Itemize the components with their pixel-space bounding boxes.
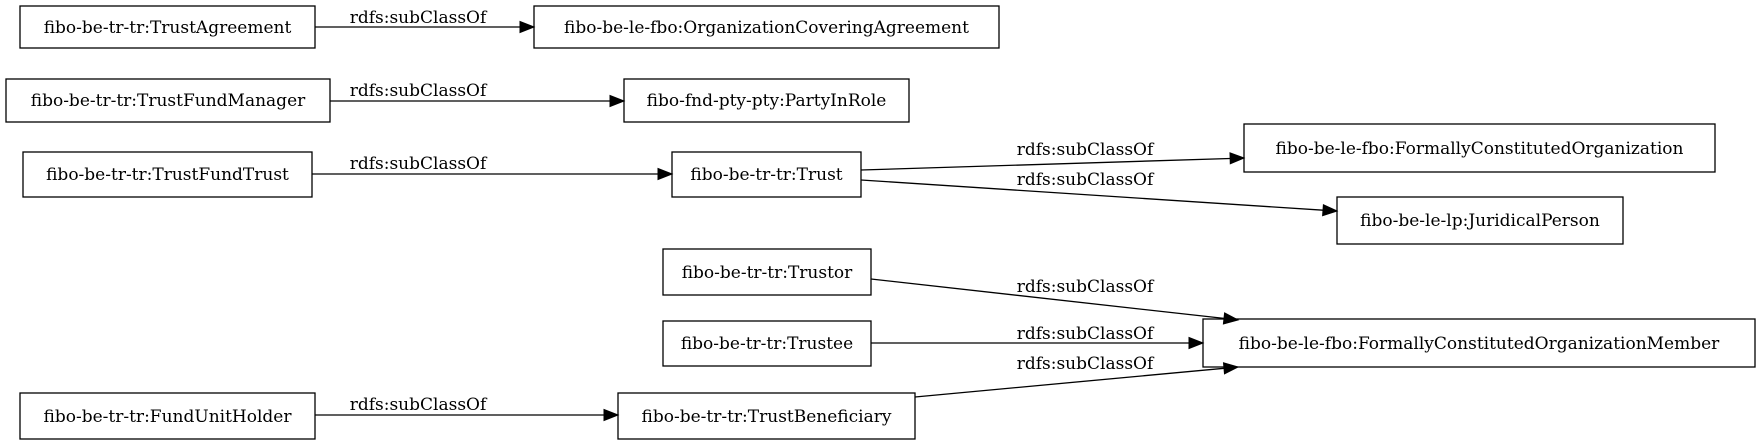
edge-label: rdfs:subClassOf	[1017, 277, 1155, 297]
edge-label: rdfs:subClassOf	[1017, 170, 1155, 190]
node-label: fibo-be-le-fbo:FormallyConstitutedOrgani…	[1239, 334, 1721, 354]
node-label: fibo-be-le-fbo:FormallyConstitutedOrgani…	[1276, 139, 1684, 159]
node-trustor[interactable]: fibo-be-tr-tr:Trustor	[662, 248, 872, 296]
edge-label: rdfs:subClassOf	[1017, 354, 1155, 374]
edge-fund-unit-holder-to-trust-beneficiary: rdfs:subClassOf	[315, 395, 620, 422]
edge-trust-fund-manager-to-party-in-role: rdfs:subClassOf	[330, 81, 626, 108]
node-label: fibo-be-tr-tr:TrustFundTrust	[46, 165, 289, 185]
node-formally-constituted-organization-member[interactable]: fibo-be-le-fbo:FormallyConstitutedOrgani…	[1202, 318, 1756, 368]
edge-trust-to-juridical-person: rdfs:subClassOf	[860, 170, 1339, 217]
node-trust-fund-trust[interactable]: fibo-be-tr-tr:TrustFundTrust	[22, 151, 313, 198]
edge-trust-beneficiary-to-fco-member: rdfs:subClassOf	[914, 354, 1240, 398]
node-label: fibo-be-tr-tr:Trust	[690, 165, 842, 185]
edge-label: rdfs:subClassOf	[350, 81, 488, 101]
node-trustee[interactable]: fibo-be-tr-tr:Trustee	[662, 320, 872, 367]
edge-label: rdfs:subClassOf	[350, 395, 488, 415]
node-organization-covering-agreement[interactable]: fibo-be-le-fbo:OrganizationCoveringAgree…	[533, 5, 1000, 49]
node-party-in-role[interactable]: fibo-fnd-pty-pty:PartyInRole	[623, 78, 910, 123]
edge-label: rdfs:subClassOf	[1017, 324, 1155, 344]
node-formally-constituted-organization[interactable]: fibo-be-le-fbo:FormallyConstitutedOrgani…	[1243, 123, 1716, 173]
node-trust-beneficiary[interactable]: fibo-be-tr-tr:TrustBeneficiary	[617, 392, 916, 440]
node-label: fibo-be-tr-tr:Trustor	[682, 263, 853, 283]
edge-label: rdfs:subClassOf	[350, 154, 488, 174]
node-juridical-person[interactable]: fibo-be-le-lp:JuridicalPerson	[1336, 196, 1624, 245]
edge-label: rdfs:subClassOf	[1017, 140, 1155, 160]
node-trust-agreement[interactable]: fibo-be-tr-tr:TrustAgreement	[19, 5, 316, 49]
edge-trustee-to-fco-member: rdfs:subClassOf	[871, 324, 1205, 350]
edge-trustor-to-fco-member: rdfs:subClassOf	[870, 277, 1240, 325]
node-label: fibo-be-tr-tr:TrustFundManager	[31, 91, 306, 111]
node-label: fibo-be-tr-tr:TrustBeneficiary	[642, 407, 892, 427]
edge-trust-agreement-to-org-covering-agreement: rdfs:subClassOf	[315, 8, 536, 34]
node-label: fibo-be-le-fbo:OrganizationCoveringAgree…	[564, 18, 969, 38]
edge-trust-fund-trust-to-trust: rdfs:subClassOf	[312, 154, 674, 181]
node-label: fibo-be-le-lp:JuridicalPerson	[1360, 211, 1600, 231]
node-label: fibo-be-tr-tr:FundUnitHolder	[44, 407, 293, 427]
node-label: fibo-be-tr-tr:Trustee	[681, 334, 853, 354]
node-label: fibo-be-tr-tr:TrustAgreement	[44, 18, 292, 38]
node-trust-fund-manager[interactable]: fibo-be-tr-tr:TrustFundManager	[5, 78, 331, 123]
edge-trust-to-formally-constituted-organization: rdfs:subClassOf	[860, 140, 1246, 171]
node-fund-unit-holder[interactable]: fibo-be-tr-tr:FundUnitHolder	[19, 392, 316, 440]
node-trust[interactable]: fibo-be-tr-tr:Trust	[671, 151, 862, 198]
node-label: fibo-fnd-pty-pty:PartyInRole	[647, 91, 887, 111]
edge-label: rdfs:subClassOf	[350, 8, 488, 28]
